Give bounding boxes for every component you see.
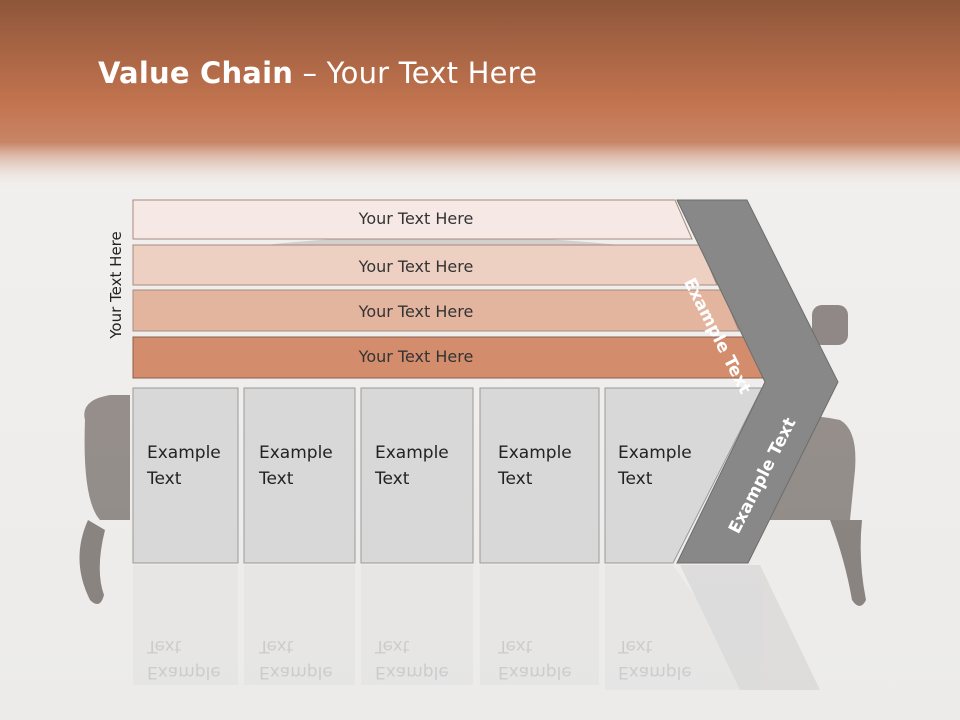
column-2-reflection: Example Text <box>259 636 333 682</box>
column-5-label: Example Text <box>618 443 692 489</box>
column-2-label: Example Text <box>259 443 333 489</box>
column-4-reflection: Example Text <box>498 636 572 682</box>
row-3-label: Your Text Here <box>358 302 474 321</box>
column-5-reflection: Example Text <box>618 636 692 682</box>
columns-reflection <box>133 565 820 690</box>
column-5-box <box>604 387 763 564</box>
row-3-bar <box>132 289 740 332</box>
row-1-label: Your Text Here <box>358 209 474 228</box>
column-3-reflection: Example Text <box>375 636 449 682</box>
column-3-label: Example Text <box>375 443 449 489</box>
column-1-reflection: Example Text <box>147 636 221 682</box>
column-1-label: Example Text <box>147 443 221 489</box>
title-rest: – Your Text Here <box>293 56 538 90</box>
title-bold: Value Chain <box>98 56 294 90</box>
row-2-label: Your Text Here <box>358 257 474 276</box>
column-4-label: Example Text <box>498 443 572 489</box>
row-1-bar <box>132 199 693 240</box>
slide-title: Value Chain – Your Text Here <box>98 56 537 90</box>
column-4-box <box>479 387 600 564</box>
column-3-box <box>360 387 474 564</box>
row-2-bar <box>132 244 718 286</box>
column-1-box <box>132 387 239 564</box>
side-label: Your Text Here <box>107 231 125 339</box>
chevron-arrow <box>676 199 839 564</box>
column-2-box <box>243 387 356 564</box>
row-4-label: Your Text Here <box>358 347 474 366</box>
